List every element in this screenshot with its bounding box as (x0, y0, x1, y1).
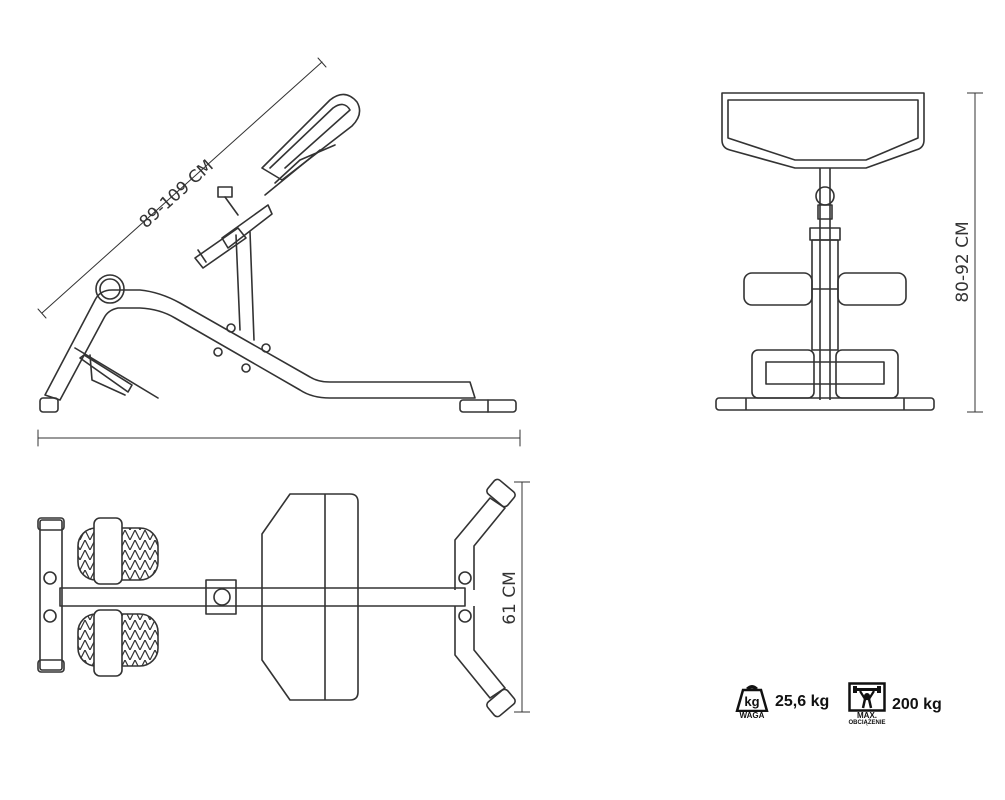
max-load-badge: MAX. OBCIĄŻENIE (848, 682, 886, 727)
main-frame (44, 289, 476, 401)
barbell-person-icon (848, 682, 886, 712)
length-dimension-line (37, 57, 327, 319)
adjust-knob (194, 186, 247, 269)
front-back-pad (721, 92, 925, 169)
weight-kettlebell-icon: kg (735, 685, 769, 712)
top-view (37, 478, 530, 718)
width-dimension-line (514, 481, 530, 713)
base-dimension-line (37, 429, 521, 447)
side-view (37, 57, 521, 447)
foot-platform (74, 347, 159, 399)
top-back-pad (261, 493, 359, 701)
height-label: 80-92 CM (953, 221, 973, 302)
front-tube-end (95, 274, 125, 304)
load-label: OBCIĄŻENIE (848, 720, 886, 726)
right-roller (837, 272, 907, 306)
front-knob (815, 186, 835, 206)
weight-spec: kg WAGA 25,6 kg (735, 684, 829, 720)
kg-icon-text: kg (744, 694, 759, 709)
front-foot (39, 397, 59, 413)
front-view (715, 92, 983, 413)
weight-label: WAGA (739, 711, 765, 720)
max-label: MAX. (857, 711, 877, 720)
height-dimension-line (967, 92, 983, 413)
weight-badge: kg WAGA (735, 684, 769, 720)
width-label: 61 CM (500, 571, 520, 625)
left-foot-roller (751, 349, 815, 399)
max-load-value: 200 kg (892, 695, 942, 713)
left-roller (743, 272, 813, 306)
vertical-post (235, 231, 255, 341)
right-foot-roller (835, 349, 899, 399)
length-label: 89-109 CM (136, 156, 218, 233)
back-pad (261, 93, 361, 181)
weight-value: 25,6 kg (775, 693, 830, 710)
max-load-spec: MAX. OBCIĄŻENIE 200 kg (848, 682, 942, 727)
